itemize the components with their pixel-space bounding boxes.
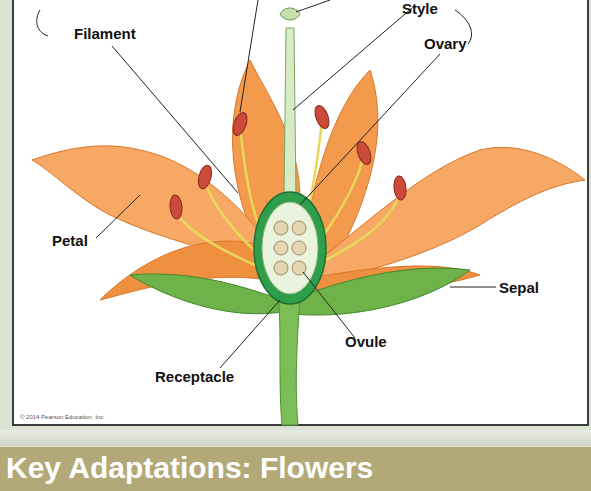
slide-title: Key Adaptations: Flowers	[6, 450, 373, 486]
part-label: Petal	[52, 232, 88, 250]
stigma-shape	[280, 8, 300, 20]
copyright-note: © 2014 Pearson Education, Inc.	[20, 413, 105, 421]
style-shape	[284, 28, 296, 200]
leader-lines	[37, 0, 496, 368]
part-label: Filament	[74, 25, 136, 43]
sepal-shape	[130, 274, 282, 314]
petal-shape	[300, 147, 585, 285]
part-label: Ovary	[424, 35, 467, 53]
part-label: Ovule	[345, 333, 387, 351]
part-label: Receptacle	[155, 368, 234, 386]
divider-band	[0, 430, 591, 446]
part-label: Style	[402, 0, 438, 18]
stem-shape	[278, 295, 300, 425]
ovule-shapes	[274, 221, 306, 275]
part-label: Sepal	[499, 279, 539, 297]
